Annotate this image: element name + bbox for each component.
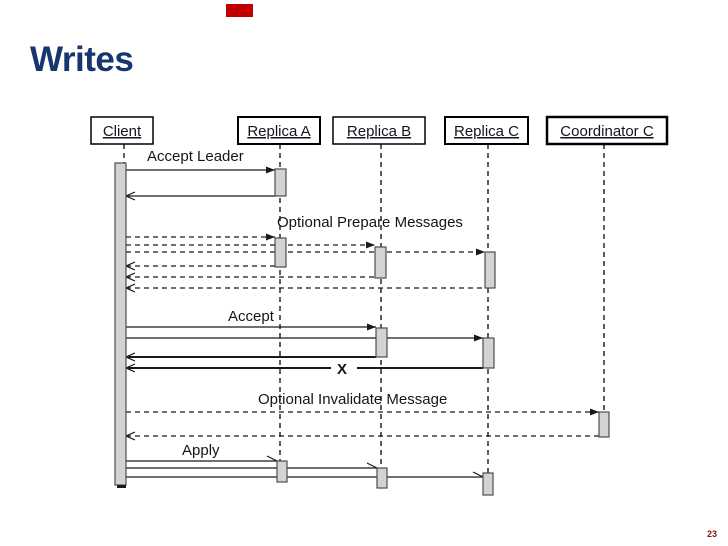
message-label-x-failure-mark: X [337, 361, 347, 378]
arrowhead-filled-icon [474, 334, 483, 342]
arrowhead-filled-icon [366, 241, 375, 249]
participant-box-client [90, 116, 154, 145]
arrowhead-half-icon [472, 471, 484, 478]
activation-bar-coordinator-invalidate [598, 411, 610, 438]
activation-bar-replica-a-prepare [274, 237, 287, 268]
participant-name-coordinator-c: Coordinator C [560, 123, 654, 140]
message-label-accept-leader: Accept Leader [147, 148, 244, 165]
arrowhead-filled-icon [476, 248, 485, 256]
activation-bar-client-main [114, 162, 127, 486]
activation-bar-replica-c-prepare [484, 251, 496, 289]
participant-box-replica-c [444, 116, 529, 145]
arrowhead-half-icon [266, 455, 278, 462]
activation-bar-replica-a-apply [276, 460, 288, 483]
participant-box-replica-b [332, 116, 426, 145]
activation-bar-replica-b-accept [375, 327, 388, 358]
activation-bar-replica-b-prepare [374, 246, 387, 279]
lifeline-end-tick [117, 485, 126, 488]
participant-name-replica-c: Replica C [454, 123, 519, 140]
activation-bar-replica-c-apply [482, 472, 494, 496]
page-title: Writes [30, 40, 134, 79]
participant-box-replica-a [237, 116, 321, 145]
red-accent-mark [226, 4, 253, 17]
activation-bar-replica-b-apply [376, 467, 388, 489]
participant-name-client: Client [103, 123, 142, 140]
activation-bar-replica-c-accept [482, 337, 495, 369]
message-label-optional-prepare-messages: Optional Prepare Messages [277, 214, 463, 231]
participant-box-coordinator-c [545, 115, 669, 146]
arrowhead-half-icon [366, 462, 378, 469]
arrowhead-filled-icon [590, 408, 599, 416]
arrowhead-filled-icon [367, 323, 376, 331]
arrowhead-filled-icon [266, 166, 275, 174]
participant-name-replica-a: Replica A [247, 123, 310, 140]
participant-name-replica-b: Replica B [347, 123, 411, 140]
message-label-optional-invalidate-message: Optional Invalidate Message [258, 391, 447, 408]
arrowhead-filled-icon [266, 233, 275, 241]
activation-bar-replica-a-leader [274, 168, 287, 197]
message-label-accept: Accept [228, 308, 275, 325]
message-label-apply: Apply [182, 442, 220, 459]
page-number: 23 [706, 529, 717, 539]
